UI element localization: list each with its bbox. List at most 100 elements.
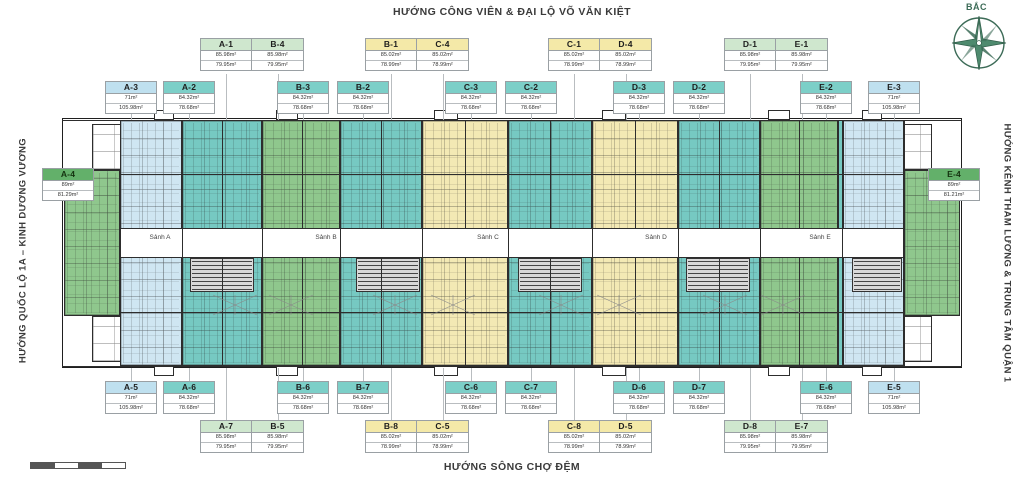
unit-area-gross: 71m² (869, 94, 919, 104)
unit-box-a4[interactable]: A-4 89m² 81.29m² (42, 168, 94, 201)
unit-box-d7[interactable]: D-7 84.32m² 78.68m² (673, 381, 725, 414)
unit-zone-a3 (120, 120, 182, 242)
unit-box-a7[interactable]: A-7 85.98m² 79.95m² (200, 420, 252, 453)
unit-area-net: 79.95m² (201, 443, 251, 452)
unit-box-c1[interactable]: C-1 85.02m² 78.99m² (548, 38, 600, 71)
unit-box-c3[interactable]: C-3 84.32m² 78.68m² (445, 81, 497, 114)
unit-box-e6[interactable]: E-6 84.32m² 78.68m² (800, 381, 852, 414)
unit-code: D-8 (725, 421, 775, 433)
unit-box-b5[interactable]: B-5 85.98m² 79.95m² (252, 420, 304, 453)
unit-area-gross: 85.02m² (549, 433, 599, 443)
balcony-notch (434, 366, 458, 376)
unit-box-b8[interactable]: B-8 85.02m² 78.99m² (365, 420, 417, 453)
unit-area-net: 78.99m² (549, 61, 599, 70)
unit-area-gross: 85.98m² (776, 433, 827, 443)
unit-area-net: 81.29m² (43, 191, 93, 200)
unit-box-d5[interactable]: D-5 85.02m² 78.99m² (600, 420, 652, 453)
unit-box-c4[interactable]: C-4 85.02m² 78.99m² (417, 38, 469, 71)
unit-area-net: 78.68m² (278, 404, 328, 413)
unit-area-net: 78.68m² (338, 104, 388, 113)
unit-zone-e3 (842, 120, 904, 242)
unit-box-a1[interactable]: A-1 85.98m² 79.95m² (200, 38, 252, 71)
unit-box-b2[interactable]: B-2 84.32m² 78.68m² (337, 81, 389, 114)
unit-area-gross: 84.32m² (278, 94, 328, 104)
unit-pair-b1-c4: B-1 85.02m² 78.99m² C-4 85.02m² 78.99m² (365, 38, 469, 71)
unit-box-b1[interactable]: B-1 85.02m² 78.99m² (365, 38, 417, 71)
unit-box-d6[interactable]: D-6 84.32m² 78.68m² (613, 381, 665, 414)
unit-box-d1[interactable]: D-1 85.98m² 79.95m² (724, 38, 776, 71)
unit-box-d2[interactable]: D-2 84.32m² 78.68m² (673, 81, 725, 114)
unit-code: E-6 (801, 382, 851, 394)
unit-box-a5[interactable]: A-5 71m² 105.98m² (105, 381, 157, 414)
direction-label-west: HƯỚNG QUỐC LỘ 1A – KINH DƯƠNG VƯƠNG (17, 137, 29, 364)
unit-area-net: 79.95m² (201, 61, 251, 70)
unit-code: D-6 (614, 382, 664, 394)
unit-box-c2[interactable]: C-2 84.32m² 78.68m² (505, 81, 557, 114)
unit-box-c5[interactable]: C-5 85.02m² 78.99m² (417, 420, 469, 453)
unit-box-e7[interactable]: E-7 85.98m² 79.95m² (776, 420, 828, 453)
unit-box-b3[interactable]: B-3 84.32m² 78.68m² (277, 81, 329, 114)
ventilation-diagram (538, 294, 584, 316)
unit-code: D-1 (725, 39, 775, 51)
unit-area-net: 79.95m² (725, 61, 775, 70)
unit-box-c6[interactable]: C-6 84.32m² 78.68m² (445, 381, 497, 414)
unit-pair-a1-b4: A-1 85.98m² 79.95m² B-4 85.98m² 79.95m² (200, 38, 304, 71)
ventilation-diagram (596, 294, 642, 316)
unit-area-gross: 85.02m² (600, 51, 651, 61)
unit-code: C-7 (506, 382, 556, 394)
unit-code: C-8 (549, 421, 599, 433)
unit-code: C-1 (549, 39, 599, 51)
unit-box-d8[interactable]: D-8 85.98m² 79.95m² (724, 420, 776, 453)
unit-area-gross: 84.32m² (674, 394, 724, 404)
unit-area-gross: 84.32m² (801, 94, 851, 104)
unit-area-gross: 84.32m² (338, 94, 388, 104)
unit-box-c8[interactable]: C-8 85.02m² 78.99m² (548, 420, 600, 453)
scale-bar-graphic (30, 462, 126, 469)
core-lobby-e (852, 258, 902, 292)
building-footprint (62, 110, 962, 376)
unit-area-net: 78.99m² (366, 61, 416, 70)
unit-area-net: 78.68m² (506, 404, 556, 413)
unit-code: C-4 (417, 39, 468, 51)
unit-box-e2[interactable]: E-2 84.32m² 78.68m² (800, 81, 852, 114)
unit-box-a3[interactable]: A-3 71m² 105.98m² (105, 81, 157, 114)
unit-box-c7[interactable]: C-7 84.32m² 78.68m² (505, 381, 557, 414)
unit-area-gross: 71m² (106, 394, 156, 404)
unit-box-e5[interactable]: E-5 71m² 105.98m² (868, 381, 920, 414)
unit-area-net: 78.68m² (446, 404, 496, 413)
unit-code: A-7 (201, 421, 251, 433)
unit-box-a2[interactable]: A-2 84.32m² 78.68m² (163, 81, 215, 114)
lobby-label-b: Sảnh B (315, 234, 337, 241)
unit-code: C-5 (417, 421, 468, 433)
unit-area-net: 78.68m² (278, 104, 328, 113)
unit-code: E-7 (776, 421, 827, 433)
unit-box-e4[interactable]: E-4 89m² 81.21m² (928, 168, 980, 201)
unit-area-net: 105.98m² (106, 404, 156, 413)
unit-area-net: 78.68m² (674, 104, 724, 113)
unit-box-b6[interactable]: B-6 84.32m² 78.68m² (277, 381, 329, 414)
central-corridor (120, 228, 904, 258)
unit-area-net: 78.68m² (801, 404, 851, 413)
unit-box-e1[interactable]: E-1 85.98m² 79.95m² (776, 38, 828, 71)
unit-area-net: 78.68m² (674, 404, 724, 413)
unit-area-gross: 84.32m² (674, 94, 724, 104)
unit-box-b7[interactable]: B-7 84.32m² 78.68m² (337, 381, 389, 414)
unit-box-e3[interactable]: E-3 71m² 105.98m² (868, 81, 920, 114)
unit-area-gross: 84.32m² (446, 94, 496, 104)
unit-area-gross: 85.98m² (252, 51, 303, 61)
ventilation-diagram (268, 294, 314, 316)
unit-box-d3[interactable]: D-3 84.32m² 78.68m² (613, 81, 665, 114)
unit-code: B-8 (366, 421, 416, 433)
unit-box-d4[interactable]: D-4 85.02m² 78.99m² (600, 38, 652, 71)
unit-area-net: 79.95m² (725, 443, 775, 452)
unit-area-net: 79.95m² (252, 61, 303, 70)
unit-box-b4[interactable]: B-4 85.98m² 79.95m² (252, 38, 304, 71)
direction-label-south: HƯỚNG SÔNG CHỢ ĐỆM (443, 461, 581, 473)
unit-code: A-6 (164, 382, 214, 394)
unit-box-a6[interactable]: A-6 84.32m² 78.68m² (163, 381, 215, 414)
unit-area-net: 78.99m² (417, 61, 468, 70)
unit-area-gross: 85.02m² (417, 433, 468, 443)
scale-bar (30, 462, 126, 469)
unit-code: B-4 (252, 39, 303, 51)
unit-area-gross: 84.32m² (506, 394, 556, 404)
